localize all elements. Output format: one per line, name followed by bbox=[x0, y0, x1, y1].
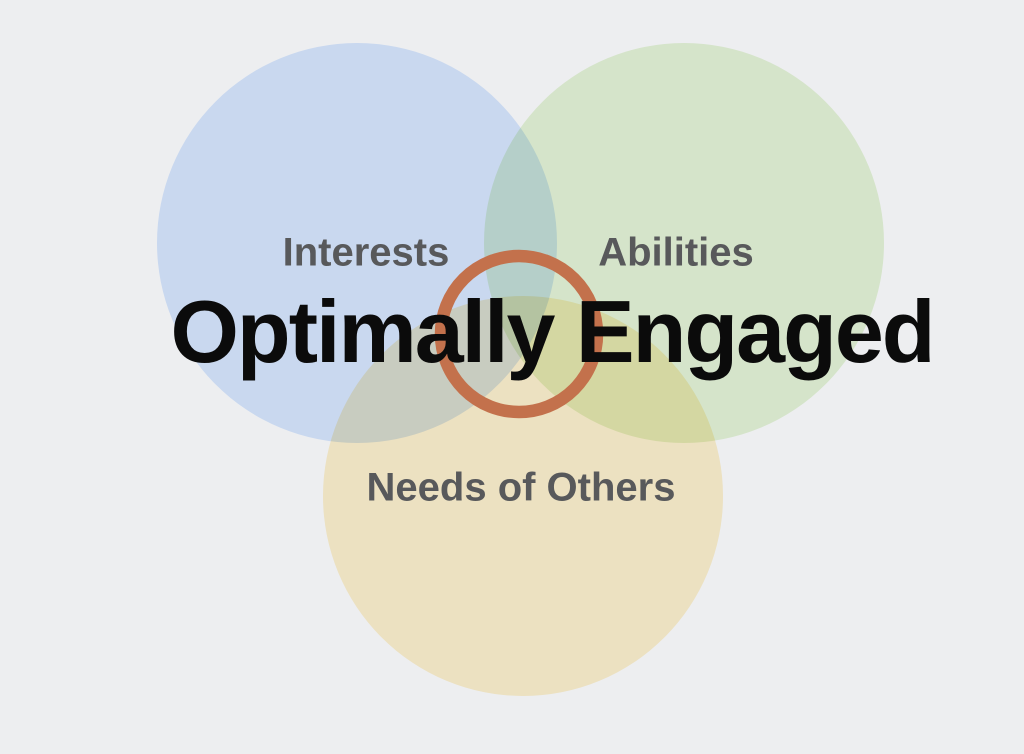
center-highlight-ring-stroke bbox=[434, 249, 604, 419]
label-interests: Interests bbox=[282, 230, 450, 275]
center-highlight-ring-icon bbox=[434, 249, 604, 419]
diagram-title: Optimally Engaged bbox=[170, 281, 935, 381]
label-abilities: Abilities bbox=[598, 230, 754, 275]
label-needs-of-others: Needs of Others bbox=[366, 465, 676, 510]
venn-circle-needs bbox=[323, 296, 723, 696]
